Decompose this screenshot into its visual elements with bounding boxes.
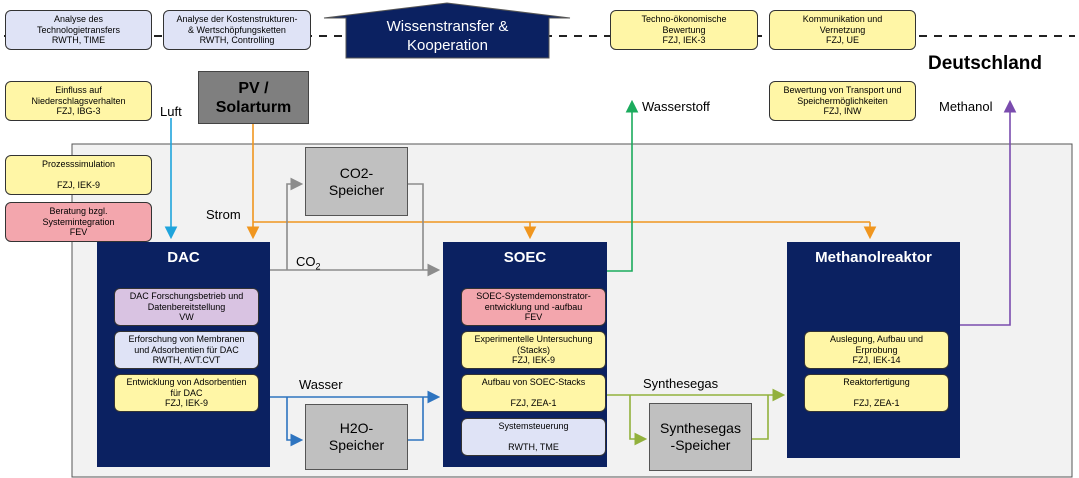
- note-systemintegration: Beratung bzgl. Systemintegration FEV: [5, 202, 152, 242]
- soec-item-systemdemonstrator: SOEC-Systemdemonstrator- entwicklung und…: [461, 288, 606, 326]
- co2-from-storage: [408, 183, 424, 270]
- soec-item-systemsteuerung: Systemsteuerung RWTH, TME: [461, 418, 606, 456]
- dac-item-forschungsbetrieb: DAC Forschungsbetrieb und Datenbereitste…: [114, 288, 259, 326]
- luft-label: Luft: [160, 104, 182, 119]
- wasser-to-storage: [286, 397, 304, 447]
- synthesegas-label: Synthesegas: [643, 376, 719, 391]
- dac-title: DAC: [167, 249, 200, 266]
- methanolreaktor-title: Methanolreaktor: [815, 249, 932, 266]
- methanol-item-auslegung: Auslegung, Aufbau und Erprobung FZJ, IEK…: [804, 331, 949, 369]
- wasser-label: Wasser: [299, 377, 343, 392]
- note-technologietransfer: Analyse des Technologietransfers RWTH, T…: [5, 10, 152, 50]
- soec-title: SOEC: [503, 249, 547, 266]
- note-techno-oekonomisch: Techno-ökonomische Bewertung FZJ, IEK-3: [610, 10, 758, 50]
- soec-item-stack-aufbau: Aufbau von SOEC-Stacks FZJ, ZEA-1: [461, 374, 606, 412]
- co2-label: CO2: [296, 254, 321, 272]
- methanol-label: Methanol: [939, 99, 993, 114]
- methanol-arrow: [960, 99, 1017, 326]
- transfer-arrow-shape: [323, 2, 571, 59]
- transfer-label: Wissenstransfer & Kooperation: [386, 18, 509, 54]
- synthesegas-speicher-box: Synthesegas -Speicher: [649, 403, 752, 471]
- note-kostenstrukturen: Analyse der Kostenstrukturen- & Wertschö…: [163, 10, 311, 50]
- co2-subscript: 2: [315, 261, 321, 272]
- note-kommunikation: Kommunikation und Vernetzung FZJ, UE: [769, 10, 916, 50]
- soec-item-stacks-untersuchung: Experimentelle Untersuchung (Stacks) FZJ…: [461, 331, 606, 369]
- note-niederschlag: Einfluss auf Niederschlagsverhalten FZJ,…: [5, 81, 152, 121]
- co2-to-storage: [286, 177, 304, 270]
- region-label: Deutschland: [928, 53, 1043, 74]
- syngas-from-storage: [752, 395, 769, 440]
- dac-item-adsorbentien: Entwicklung von Adsorbentien für DAC FZJ…: [114, 374, 259, 412]
- h2o-speicher-box: H2O- Speicher: [305, 404, 408, 470]
- wasserstoff-arrow: [607, 99, 639, 272]
- strom-label: Strom: [206, 207, 241, 222]
- methanol-item-reaktorfertigung: Reaktorfertigung FZJ, ZEA-1: [804, 374, 949, 412]
- dac-item-membranen: Erforschung von Membranen und Adsorbenti…: [114, 331, 259, 369]
- note-prozesssimulation: Prozesssimulation FZJ, IEK-9: [5, 155, 152, 195]
- pv-solarturm-box: PV / Solarturm: [198, 71, 309, 124]
- wasser-from-storage: [408, 397, 424, 441]
- syngas-to-storage: [629, 395, 648, 446]
- note-transport: Bewertung von Transport und Speichermögl…: [769, 81, 916, 121]
- co2-speicher-box: CO2- Speicher: [305, 147, 408, 216]
- wasserstoff-label: Wasserstoff: [642, 99, 710, 114]
